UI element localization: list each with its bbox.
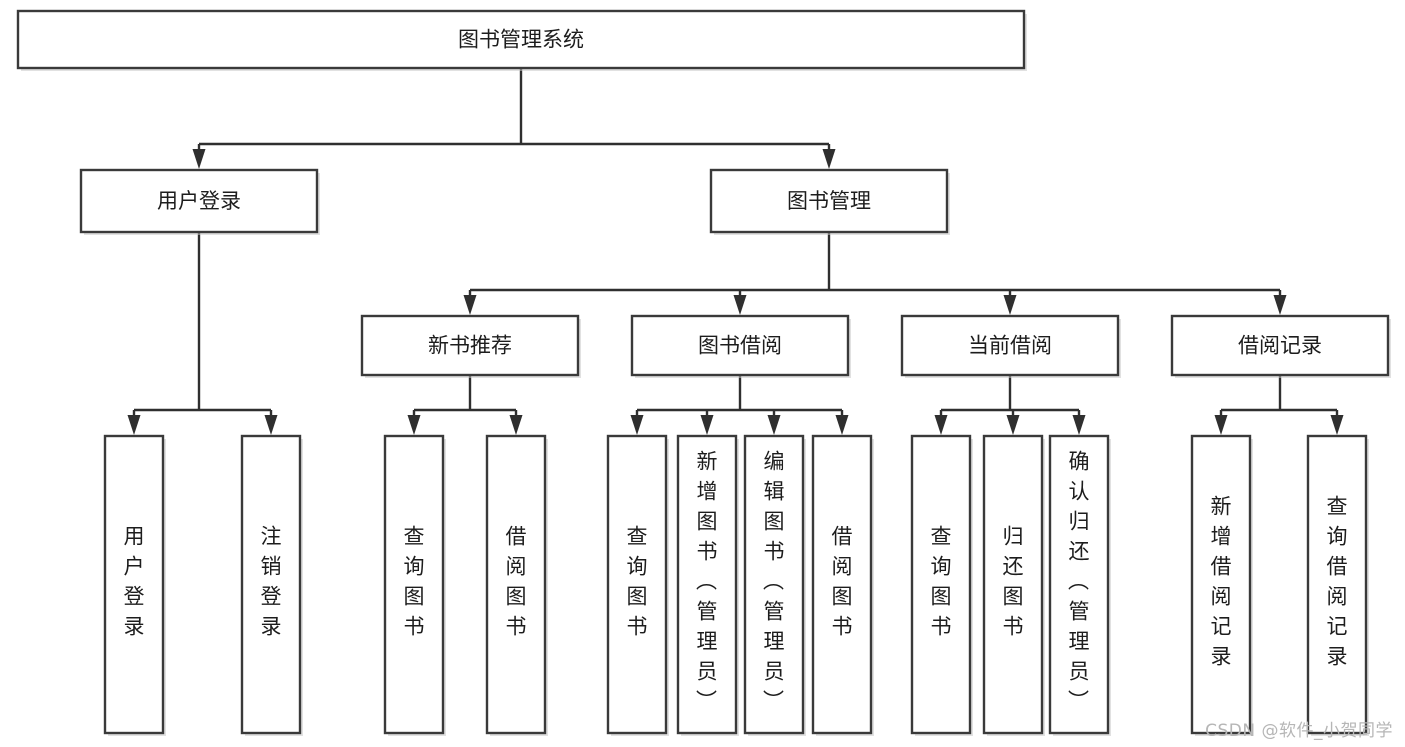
arrow-head-icon <box>934 415 948 435</box>
node-label: 查询图书 <box>404 525 425 639</box>
node-l4[interactable]: 借阅图书 <box>485 434 548 736</box>
node-label: 借阅图书 <box>832 525 853 639</box>
node-box[interactable] <box>383 434 445 735</box>
node-box[interactable] <box>982 434 1044 735</box>
node-l2[interactable]: 注销登录 <box>240 434 303 736</box>
node-box[interactable] <box>630 314 850 377</box>
node-l10[interactable]: 归还图书 <box>982 434 1045 736</box>
node-label: 图书借阅 <box>698 334 782 358</box>
arrow-head-icon <box>822 149 836 169</box>
node-label: 借阅记录 <box>1238 334 1322 358</box>
arrow-head-icon <box>835 415 849 435</box>
node-box[interactable] <box>1306 434 1368 735</box>
arrow-head-icon <box>509 415 523 435</box>
node-box[interactable] <box>900 314 1120 377</box>
node-label: 查询借阅记录 <box>1327 495 1348 669</box>
arrow-head-icon <box>700 415 714 435</box>
node-label: 新书推荐 <box>428 334 512 358</box>
arrow-head-icon <box>1214 415 1228 435</box>
node-l6[interactable]: 新增图书（管理员） <box>676 434 739 736</box>
node-n3b[interactable]: 图书借阅 <box>630 314 851 378</box>
node-label: 注销登录 <box>261 525 282 639</box>
node-label: 当前借阅 <box>968 334 1052 358</box>
node-root[interactable]: 图书管理系统 <box>16 9 1027 71</box>
node-label: 确认归还（管理员） <box>1068 450 1090 714</box>
node-box[interactable] <box>743 434 805 735</box>
node-box[interactable] <box>676 434 738 735</box>
node-l7[interactable]: 编辑图书（管理员） <box>743 434 806 736</box>
node-l13[interactable]: 查询借阅记录 <box>1306 434 1369 736</box>
connector-group <box>630 375 849 435</box>
connector-group <box>1214 375 1344 435</box>
node-label: 归还图书 <box>1003 525 1024 639</box>
node-box[interactable] <box>811 434 873 735</box>
arrow-head-icon <box>733 295 747 315</box>
node-box[interactable] <box>1170 314 1390 377</box>
arrow-head-icon <box>1072 415 1086 435</box>
arrow-head-icon <box>264 415 278 435</box>
node-l8[interactable]: 借阅图书 <box>811 434 874 736</box>
node-label: 借阅图书 <box>506 525 527 639</box>
node-box[interactable] <box>103 434 165 735</box>
connector-group <box>127 232 278 435</box>
arrow-head-icon <box>463 295 477 315</box>
arrow-head-icon <box>1273 295 1287 315</box>
node-n2a[interactable]: 用户登录 <box>79 168 320 235</box>
node-l1[interactable]: 用户登录 <box>103 434 166 736</box>
node-box[interactable] <box>16 9 1026 70</box>
connector-group <box>192 68 836 169</box>
connector-layer <box>127 68 1344 435</box>
node-l3[interactable]: 查询图书 <box>383 434 446 736</box>
node-label: 新增借阅记录 <box>1211 495 1232 669</box>
node-box[interactable] <box>1048 434 1110 735</box>
node-box[interactable] <box>709 168 949 234</box>
arrow-head-icon <box>407 415 421 435</box>
node-n3d[interactable]: 借阅记录 <box>1170 314 1391 378</box>
node-label: 查询图书 <box>627 525 648 639</box>
node-box[interactable] <box>1190 434 1252 735</box>
arrow-head-icon <box>1003 295 1017 315</box>
arrow-head-icon <box>1330 415 1344 435</box>
connector-group <box>934 375 1086 435</box>
node-label: 用户登录 <box>124 525 145 639</box>
arrow-head-icon <box>767 415 781 435</box>
node-label: 图书管理 <box>787 189 871 213</box>
arrow-head-icon <box>1006 415 1020 435</box>
node-layer: 图书管理系统用户登录图书管理新书推荐图书借阅当前借阅借阅记录用户登录注销登录查询… <box>16 9 1391 736</box>
node-box[interactable] <box>606 434 668 735</box>
node-n2b[interactable]: 图书管理 <box>709 168 950 235</box>
connector-group <box>407 375 523 435</box>
watermark-label: CSDN @软件_小贺同学 <box>1205 721 1393 741</box>
node-box[interactable] <box>79 168 319 234</box>
node-l5[interactable]: 查询图书 <box>606 434 669 736</box>
node-l11[interactable]: 确认归还（管理员） <box>1048 434 1111 736</box>
node-label: 用户登录 <box>157 189 241 213</box>
node-label: 新增图书（管理员） <box>696 450 718 714</box>
node-box[interactable] <box>910 434 972 735</box>
node-l12[interactable]: 新增借阅记录 <box>1190 434 1253 736</box>
node-l9[interactable]: 查询图书 <box>910 434 973 736</box>
node-box[interactable] <box>360 314 580 377</box>
arrow-head-icon <box>630 415 644 435</box>
node-label: 图书管理系统 <box>458 28 584 52</box>
node-n3c[interactable]: 当前借阅 <box>900 314 1121 378</box>
arrow-head-icon <box>127 415 141 435</box>
connector-group <box>463 232 1287 315</box>
node-label: 查询图书 <box>931 525 952 639</box>
node-n3a[interactable]: 新书推荐 <box>360 314 581 378</box>
node-box[interactable] <box>485 434 547 735</box>
node-label: 编辑图书（管理员） <box>763 450 785 714</box>
node-box[interactable] <box>240 434 302 735</box>
arrow-head-icon <box>192 149 206 169</box>
